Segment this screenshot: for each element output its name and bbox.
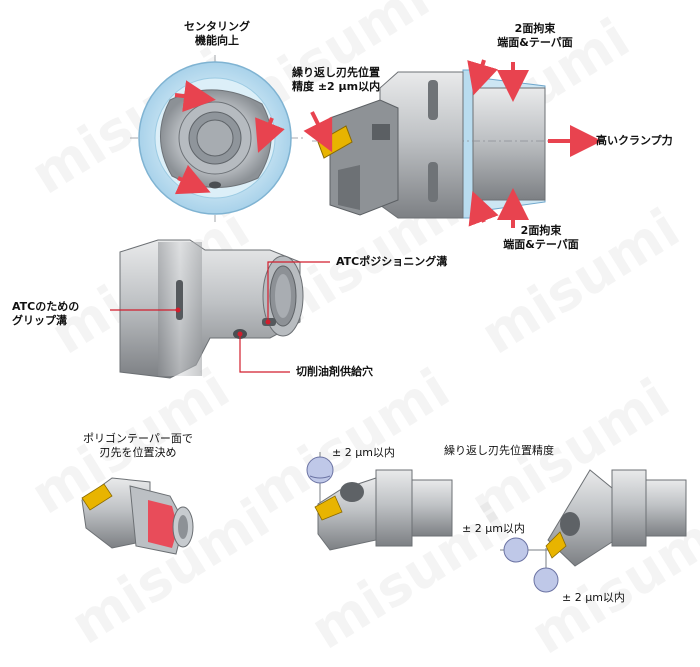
label-tolerance-c: ± 2 μm以内 [562,591,625,604]
label-tolerance-a: ± 2 μm以内 [332,446,395,459]
label-centering: センタリング 機能向上 [172,20,262,48]
label-repeat-accuracy-line1: 繰り返し刃先位置 [292,66,380,79]
label-two-face-top-line2: 端面&テーパ面 [497,36,573,49]
label-two-face-top-line1: 2面拘束 [514,22,556,35]
label-repeat-accuracy: 繰り返し刃先位置 精度 ±2 μm以内 [292,66,380,94]
label-centering-line1: センタリング [184,20,250,33]
diagram-canvas [81,55,687,593]
label-polygon-taper: ポリゴンテーパー面で 刃先を位置決め [78,432,198,460]
label-repeat-accuracy-line2: 精度 ±2 μm以内 [292,80,381,93]
centering-end-view [130,55,305,222]
label-precision-title: 繰り返し刃先位置精度 [444,444,554,457]
label-tolerance-b: ± 2 μm以内 [462,522,525,535]
label-atc-positioning: ATCポジショニング溝 [336,255,448,268]
label-two-face-bottom-line2: 端面&テーパ面 [503,238,579,251]
polygon-taper-view [81,477,194,555]
label-atc-grip-line2: グリップ溝 [12,314,67,327]
label-two-face-bottom: 2面拘束 端面&テーパ面 [486,224,596,252]
label-coolant-hole: 切削油剤供給穴 [296,365,373,378]
label-atc-grip-line1: ATCのための [12,300,80,313]
label-two-face-top: 2面拘束 端面&テーパ面 [480,22,590,50]
label-centering-line2: 機能向上 [195,34,239,47]
holder-side-view [303,59,602,228]
label-polygon-taper-line1: ポリゴンテーパー面で [83,432,193,445]
label-two-face-bottom-line1: 2面拘束 [520,224,562,237]
label-clamp-force: 高いクランプ力 [596,134,673,147]
tooling-diagram: misumi misumi misumi misumi misumi misum… [12,0,700,667]
tolerance-view-b [500,469,687,593]
tolerance-view-a [306,452,453,551]
label-atc-grip: ATCのための グリップ溝 [12,300,79,328]
label-polygon-taper-line2: 刃先を位置決め [99,446,177,459]
shank-detail-view [110,239,330,379]
